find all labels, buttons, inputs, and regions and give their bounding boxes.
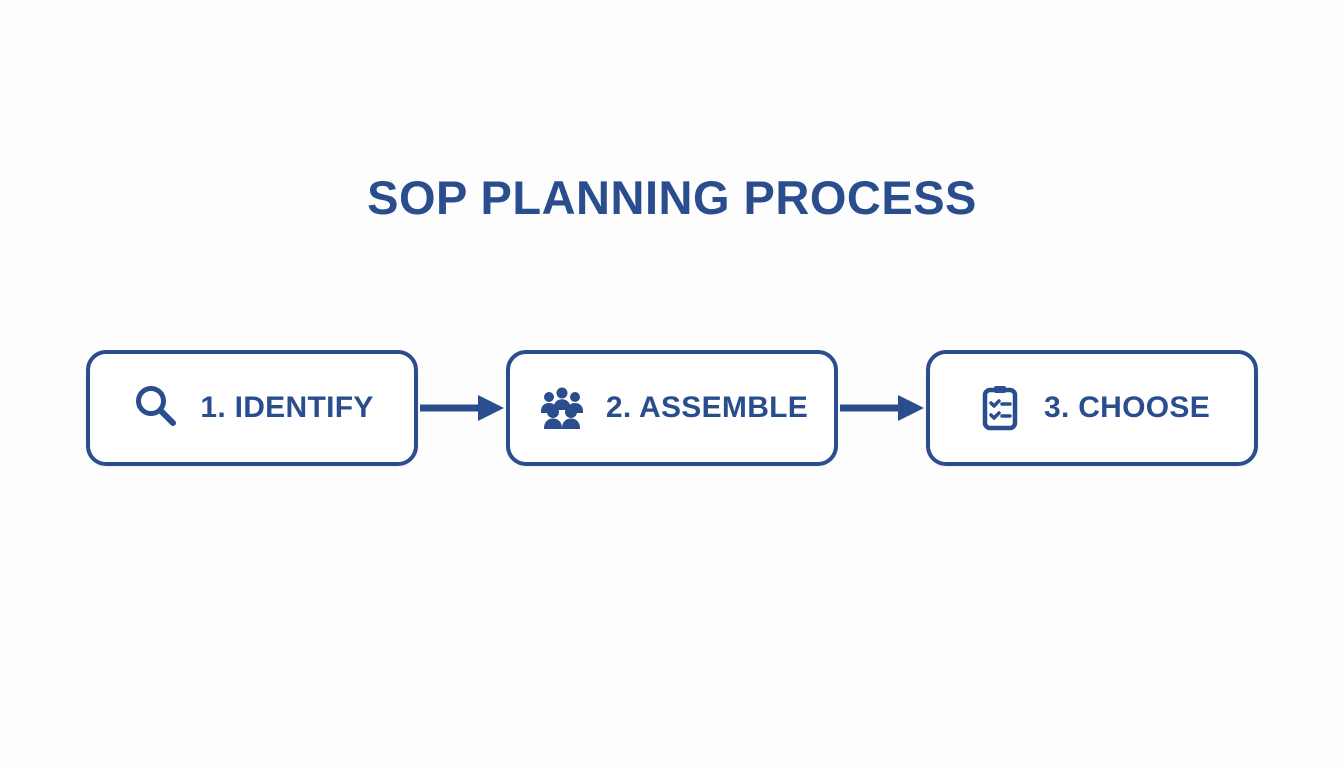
arrow-right-icon — [418, 388, 506, 428]
diagram-title: SOP PLANNING PROCESS — [367, 171, 977, 224]
magnifier-icon — [130, 382, 182, 434]
checklist-icon — [974, 382, 1026, 434]
step-box-choose: 3. CHOOSE — [926, 350, 1258, 466]
step-box-identify: 1. IDENTIFY — [86, 350, 418, 466]
step-label-identify: 1. IDENTIFY — [200, 391, 374, 424]
step-box-assemble: 2. ASSEMBLE — [506, 350, 838, 466]
process-flow: 1. IDENTIFY — [0, 350, 1344, 466]
step-label-assemble: 2. ASSEMBLE — [605, 391, 809, 424]
step-label-choose: 3. CHOOSE — [1043, 391, 1211, 424]
team-icon — [536, 382, 588, 434]
arrow-right-icon — [838, 388, 926, 428]
